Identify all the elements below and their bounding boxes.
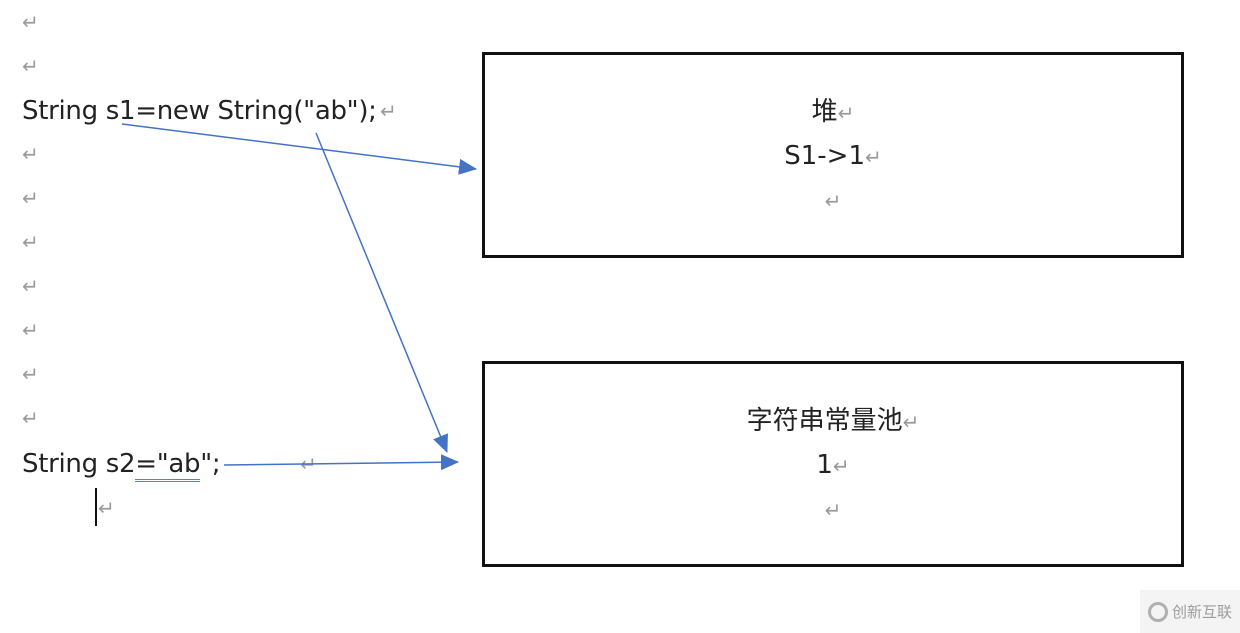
paragraph-mark: ↵	[22, 318, 39, 342]
paragraph-mark: ↵	[832, 454, 850, 478]
pool-entry-line: 1↵	[485, 450, 1181, 481]
text-cursor	[95, 488, 97, 526]
heap-title: 堆	[811, 97, 838, 127]
arrow-s2-to-pool[interactable]	[223, 454, 459, 471]
pool-title: 字符串常量池	[746, 406, 903, 436]
heap-empty-line: ↵	[485, 185, 1181, 216]
arrow-s1-to-heap[interactable]	[121, 123, 477, 175]
pool-empty-line: ↵	[485, 494, 1181, 525]
paragraph-mark: ↵	[22, 54, 39, 78]
paragraph-mark: ↵	[22, 186, 39, 210]
paragraph-mark: ↵	[22, 406, 39, 430]
paragraph-mark: ↵	[22, 230, 39, 254]
paragraph-mark: ↵	[22, 362, 39, 386]
paragraph-mark: ↵	[22, 10, 39, 34]
paragraph-mark: ↵	[22, 142, 39, 166]
spellcheck-underlined-text: ="ab	[135, 449, 201, 482]
paragraph-mark: ↵	[380, 99, 397, 123]
heap-title-line: 堆↵	[485, 97, 1181, 128]
paragraph-mark: ↵	[902, 410, 920, 434]
heap-entry-line: S1->1↵	[485, 141, 1181, 172]
heap-box[interactable]: 堆↵ S1->1↵ ↵	[482, 52, 1184, 258]
code-text-prefix: String s2	[22, 449, 136, 479]
paragraph-mark: ↵	[824, 189, 842, 213]
paragraph-mark: ↵	[837, 101, 855, 125]
code-text: String s1=new String("ab");	[22, 96, 377, 126]
watermark-text: 创新互联	[1171, 603, 1232, 621]
watermark: 创新互联	[1140, 590, 1240, 633]
code-line-s1[interactable]: String s1=new String("ab");	[22, 96, 377, 126]
pool-title-line: 字符串常量池↵	[485, 406, 1181, 437]
paragraph-mark: ↵	[865, 145, 882, 169]
pool-entry: 1	[816, 450, 833, 480]
paragraph-mark: ↵	[98, 496, 115, 520]
paragraph-mark: ↵	[22, 274, 39, 298]
arrow-ab-to-pool[interactable]	[315, 132, 448, 453]
logo-icon	[1147, 601, 1168, 622]
heap-entry: S1->1	[784, 141, 865, 171]
code-text-suffix: ";	[200, 449, 221, 479]
code-line-s2[interactable]: String s2="ab";	[22, 449, 221, 482]
string-pool-box[interactable]: 字符串常量池↵ 1↵ ↵	[482, 361, 1184, 567]
paragraph-mark: ↵	[824, 498, 842, 522]
